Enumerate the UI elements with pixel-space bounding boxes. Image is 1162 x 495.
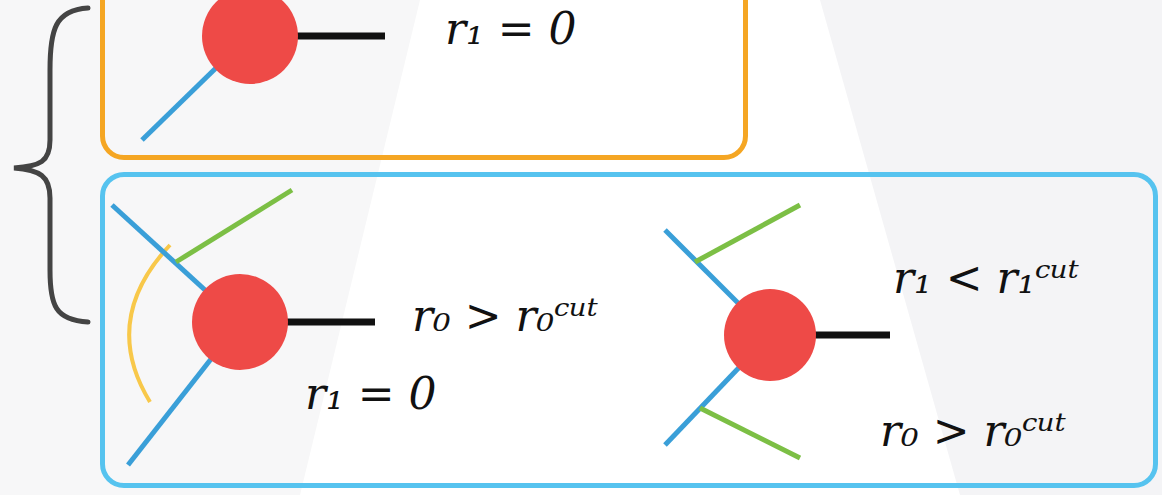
green-line	[176, 190, 292, 262]
math-label: r₀ > r₀ᶜᵘᵗ	[412, 290, 598, 343]
red-vertex	[202, 0, 298, 84]
red-vertex	[724, 289, 816, 381]
curly-brace	[14, 8, 88, 322]
red-vertex	[192, 274, 288, 370]
black-line	[290, 33, 385, 40]
math-label: r₁ = 0	[445, 3, 577, 56]
math-label: r₁ < r₁ᶜᵘᵗ	[893, 252, 1079, 305]
math-label: r₁ = 0	[305, 368, 437, 421]
yellow-arc	[129, 245, 170, 402]
green-line	[695, 205, 800, 262]
background-shape	[820, 0, 1162, 495]
blue-group-box: r₀ > r₀ᶜᵘᵗ r₁ = 0 r₁ < r₁ᶜᵘᵗ r₀ > r₀ᶜᵘᵗ	[100, 172, 1158, 488]
black-line	[810, 332, 890, 339]
orange-group-box: r₁ = 0	[100, 0, 748, 160]
black-line	[285, 319, 375, 326]
green-line	[700, 408, 800, 458]
math-label: r₀ > r₀ᶜᵘᵗ	[880, 405, 1066, 458]
background-shape	[0, 0, 420, 495]
